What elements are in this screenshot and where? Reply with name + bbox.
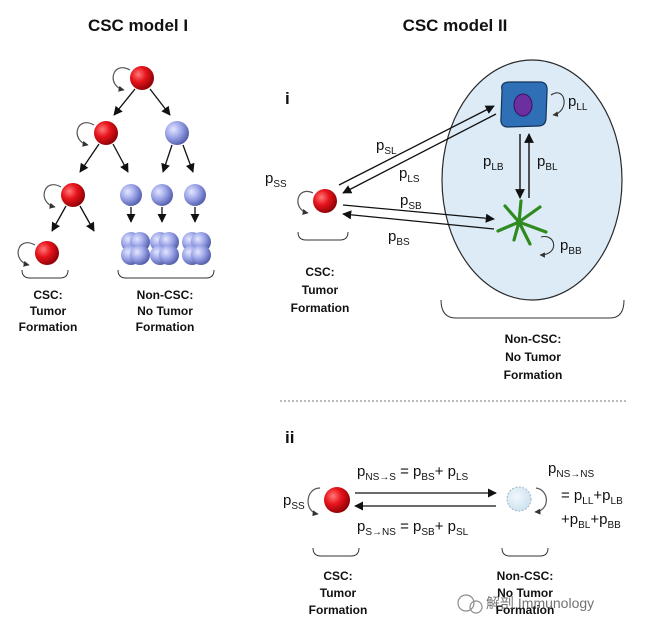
svg-text:Formation: Formation <box>309 603 368 617</box>
noncsc-cell <box>120 184 142 206</box>
svg-text:Tumor: Tumor <box>30 304 67 318</box>
panel-ii-csc-caption: CSC: Tumor Formation <box>309 569 368 617</box>
panel-ii-label: ii <box>285 428 294 447</box>
equation-s-to-ns: pS→NS = pSB+ pSL <box>357 518 469 538</box>
noncsc-bracket <box>501 547 549 557</box>
niche-ellipse <box>441 59 623 301</box>
svg-text:CSC:: CSC: <box>33 288 62 302</box>
svg-text:Non-CSC:: Non-CSC: <box>505 332 562 346</box>
ss-self-arrow <box>297 190 314 215</box>
model1-noncsc-caption: Non-CSC: No Tumor Formation <box>136 288 195 334</box>
svg-text:= pLL+pLB: = pLL+pLB <box>561 487 623 507</box>
self-renewal-arrow <box>17 242 36 267</box>
csc-cell-panel-ii <box>324 487 350 513</box>
division-arrow <box>113 88 136 116</box>
panel-i-label: i <box>285 89 290 108</box>
csc-cell <box>94 121 118 145</box>
csc-bracket <box>21 269 69 279</box>
division-arrow <box>182 144 195 173</box>
arrow-ls <box>342 113 497 194</box>
division-arrow <box>51 205 67 232</box>
panel-i-csc-caption: CSC: Tumor Formation <box>291 265 350 315</box>
panel-i-noncsc-caption: Non-CSC: No Tumor Formation <box>504 332 563 382</box>
ll-self-arrow <box>550 92 565 117</box>
model1-csc-caption: CSC: Tumor Formation <box>19 288 78 334</box>
noncsc-cluster <box>182 232 211 265</box>
noncsc-cell <box>165 121 189 145</box>
svg-text:No Tumor: No Tumor <box>137 304 193 318</box>
csc-cell-bottom <box>35 241 59 265</box>
label-p-ss: pSS <box>265 170 287 190</box>
noncsc-bracket <box>440 299 625 319</box>
label-p-lb: pLB <box>483 153 504 173</box>
model2-title: CSC model II <box>403 16 508 35</box>
label-p-bb: pBB <box>560 237 582 257</box>
arrow-sb <box>342 204 495 223</box>
wechat-icon <box>457 594 475 612</box>
model1-title: CSC model I <box>88 16 188 35</box>
label-p-sl: pSL <box>376 137 397 157</box>
svg-text:Formation: Formation <box>291 301 350 315</box>
watermark: 解剖 Immunology <box>457 594 594 614</box>
ss-self-arrow-ii <box>307 487 321 517</box>
noncsc-cluster <box>121 232 150 265</box>
noncsc-cell-panel-ii <box>506 486 532 512</box>
svg-text:Non-CSC:: Non-CSC: <box>497 569 554 583</box>
model1-hierarchy <box>17 66 211 267</box>
arrow-bs <box>342 210 495 230</box>
arrow-sl <box>338 105 495 186</box>
self-renewal-arrow <box>112 67 131 92</box>
division-arrow <box>112 143 129 173</box>
equation-ns-to-s: pNS→S = pBS+ pLS <box>357 463 469 483</box>
label-p-ss-ii: pSS <box>283 492 305 512</box>
label-p-sb: pSB <box>400 192 422 212</box>
svg-text:No Tumor: No Tumor <box>505 350 561 364</box>
equation-ns-to-ns: pNS→NS = pLL+pLB +pBL+pBB <box>548 460 623 531</box>
bb-cell <box>496 199 548 246</box>
division-arrow <box>79 205 95 232</box>
self-renewal-arrow <box>43 184 62 209</box>
label-p-ll: pLL <box>568 93 588 113</box>
csc-cell <box>61 183 85 207</box>
svg-text:Formation: Formation <box>19 320 78 334</box>
ns-self-arrow <box>534 487 547 515</box>
svg-text:CSC:: CSC: <box>305 265 334 279</box>
ll-cell <box>500 81 548 128</box>
self-renewal-arrow <box>76 122 95 147</box>
bb-self-arrow <box>539 236 555 258</box>
svg-text:Non-CSC:: Non-CSC: <box>137 288 194 302</box>
noncsc-cell <box>151 184 173 206</box>
svg-text:Tumor: Tumor <box>320 586 357 600</box>
noncsc-cell <box>184 184 206 206</box>
label-p-ls: pLS <box>399 165 420 185</box>
label-p-bs: pBS <box>388 228 410 248</box>
svg-text:Formation: Formation <box>504 368 563 382</box>
label-p-bl: pBL <box>537 153 558 173</box>
svg-text:pNS→NS: pNS→NS <box>548 460 594 480</box>
csc-bracket <box>297 231 349 241</box>
panel-ii-noncsc-caption: Non-CSC: No Tumor Formation <box>496 569 555 617</box>
svg-text:Tumor: Tumor <box>302 283 339 297</box>
noncsc-bracket <box>117 269 215 279</box>
svg-text:+pBL+pBB: +pBL+pBB <box>561 511 621 531</box>
svg-text:Formation: Formation <box>136 320 195 334</box>
csc-cell-top <box>130 66 154 90</box>
svg-text:解剖 Immunology: 解剖 Immunology <box>486 595 594 611</box>
division-arrow <box>149 88 171 116</box>
svg-text:No Tumor: No Tumor <box>497 586 553 600</box>
svg-text:CSC:: CSC: <box>323 569 352 583</box>
division-arrow <box>161 144 173 173</box>
csc-bracket <box>312 547 360 557</box>
csc-cell-panel-i <box>313 189 337 213</box>
noncsc-cluster <box>150 232 179 265</box>
division-arrow <box>79 143 100 173</box>
svg-text:Formation: Formation <box>496 603 555 617</box>
